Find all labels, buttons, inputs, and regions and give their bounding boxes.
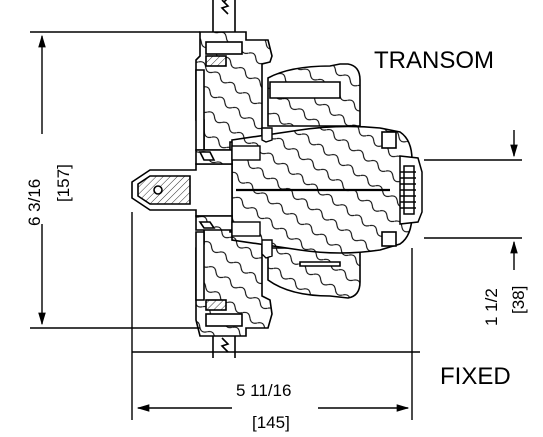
lower-cover-profile [267, 247, 361, 299]
depth-imperial-label: 1 1/2 [482, 288, 501, 326]
upper-cover-profile [267, 63, 361, 127]
transom-label: TRANSOM [374, 47, 494, 74]
dimension-depth [424, 130, 522, 270]
weatherstrip-clips [231, 127, 273, 259]
width-metric-label: [145] [252, 413, 290, 432]
fixed-label: FIXED [440, 363, 511, 390]
dimension-width [131, 212, 420, 420]
width-imperial-label: 5 11/16 [236, 381, 291, 400]
dimension-height [30, 31, 200, 329]
latch-hardware [399, 155, 423, 225]
fixed-sash-profile [195, 221, 273, 337]
left-frame-profile [131, 149, 233, 231]
depth-metric-label: [38] [509, 286, 528, 314]
central-mullion [231, 125, 413, 254]
height-imperial-label: 6 3/16 [25, 179, 44, 226]
transom-sash-profile [195, 31, 273, 151]
height-metric-label: [157] [54, 164, 73, 202]
